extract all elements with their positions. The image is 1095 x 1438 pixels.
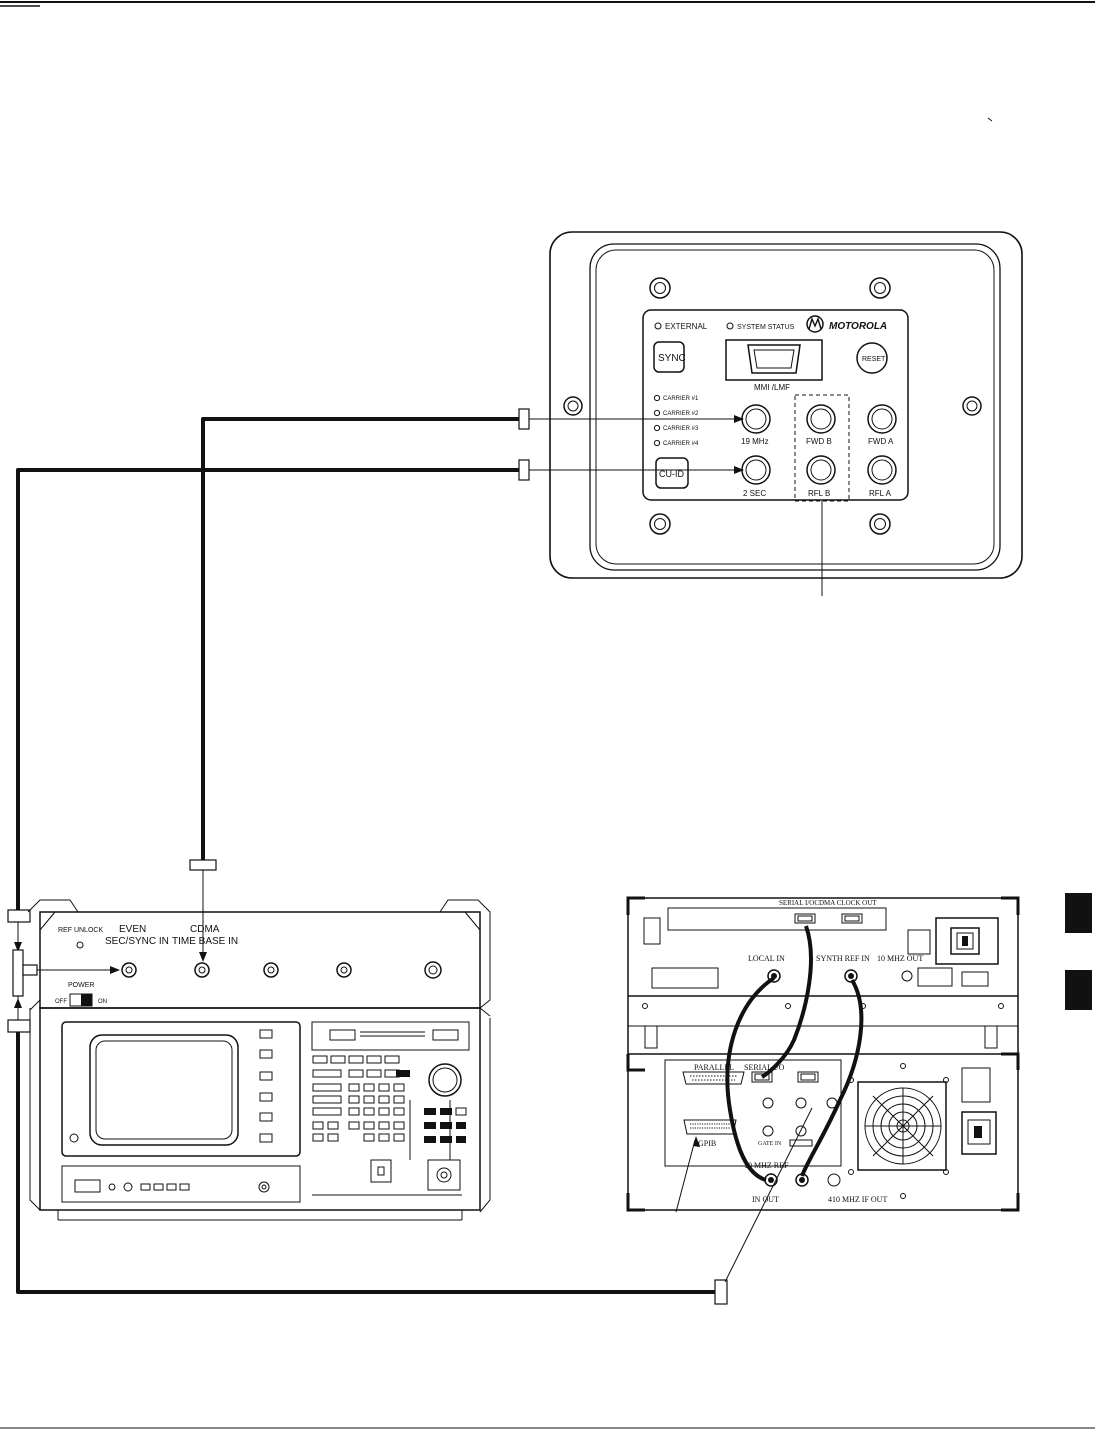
- port-rfl-b[interactable]: RFL B: [806, 455, 836, 498]
- if-out-label: 410 MHZ IF OUT: [828, 1195, 887, 1204]
- synth-ref-label: SYNTH REF IN: [816, 954, 870, 963]
- serial-clock-label: SERIAL I/OCDMA CLOCK OUT: [779, 899, 877, 907]
- power-label: POWER: [68, 982, 94, 989]
- carrier-3-label: CARRIER #3: [663, 426, 699, 432]
- csm-panel: EXTERNAL SYSTEM STATUS MOTOROLA SYNC MMI…: [549, 231, 1023, 596]
- cable-19mhz: [201, 417, 524, 860]
- analyzer-aux-connectors: [263, 961, 442, 979]
- port-fwd-b[interactable]: FWD B: [806, 404, 836, 446]
- cdma-time-base-connector[interactable]: [194, 962, 210, 978]
- highlight-box: [794, 394, 850, 502]
- power-on-label: ON: [98, 999, 107, 1005]
- port-fwd-b-label: FWD B: [806, 437, 832, 446]
- cuid-label: CU-ID: [659, 469, 684, 479]
- carrier-leds: CARRIER #1 CARRIER #2 CARRIER #3 CARRIER…: [653, 394, 699, 447]
- cables: [7, 408, 813, 1305]
- gate-in-label: GATE IN: [758, 1141, 782, 1147]
- cdma-tb-label-2: TIME BASE IN: [172, 936, 238, 947]
- even-sec-label-2: SEC/SYNC IN: [105, 936, 169, 947]
- tab-19mhz: [518, 408, 530, 430]
- cable-generator: [16, 1030, 722, 1294]
- section-tab-1: [1065, 893, 1092, 933]
- gpib-port[interactable]: [683, 1119, 737, 1135]
- arrow-keys[interactable]: [424, 1107, 467, 1143]
- port-fwd-a[interactable]: FWD A: [867, 404, 897, 446]
- external-led: [654, 322, 662, 330]
- power-inlet-bottom: [961, 1111, 997, 1155]
- tab-generator: [714, 1279, 728, 1305]
- sync-button[interactable]: SYNC: [653, 341, 686, 373]
- rotary-knob[interactable]: [428, 1063, 462, 1097]
- system-status-label: SYSTEM STATUS: [737, 324, 795, 331]
- reset-button[interactable]: RESET: [856, 342, 888, 374]
- parallel-label: PARALLEL: [694, 1063, 734, 1072]
- arrow-cdma-tb: [199, 952, 207, 962]
- cdma-tb-label-1: CDMA: [190, 924, 220, 935]
- generator: SERIAL I/OCDMA CLOCK OUT LOCAL IN SYNTH …: [626, 896, 1020, 1213]
- fan-icon: [848, 1063, 949, 1199]
- carrier-1-label: CARRIER #1: [663, 396, 699, 402]
- ref-unlock-label: REF UNLOCK: [58, 927, 103, 934]
- synth-ref-connector[interactable]: [844, 969, 858, 983]
- serial-io-port[interactable]: [751, 1071, 773, 1083]
- combiner-block: [12, 949, 24, 997]
- system-status-led: [726, 322, 734, 330]
- 10mhz-ref-in-connector[interactable]: [764, 1173, 778, 1187]
- gpib-label: GPIB: [698, 1139, 716, 1148]
- analyzer-screen: [89, 1034, 239, 1146]
- tab-2sec: [518, 459, 530, 481]
- tab-left-top: [7, 909, 31, 923]
- mmi-connector[interactable]: [725, 339, 823, 381]
- carrier-4-label: CARRIER #4: [663, 441, 699, 447]
- port-2sec-label: 2 SEC: [743, 489, 766, 498]
- csm-corner-screws: [649, 277, 891, 535]
- callout-leader-gpib: [675, 1139, 696, 1213]
- gate-in-connector[interactable]: [762, 1125, 774, 1137]
- parallel-port[interactable]: [682, 1071, 745, 1085]
- power-inlet-top: [935, 917, 999, 965]
- port-19mhz-label: 19 MHz: [741, 437, 769, 446]
- sync-label: SYNC: [658, 353, 686, 364]
- csm-ear-screw-right: [962, 396, 982, 416]
- analyzer: REF UNLOCK EVEN SEC/SYNC IN CDMA TIME BA…: [27, 899, 491, 1221]
- port-rfl-a[interactable]: RFL A: [867, 455, 897, 498]
- port-2sec[interactable]: 2 SEC: [741, 455, 771, 498]
- csm-ear-screw-left: [563, 396, 583, 416]
- port-rfl-b-label: RFL B: [808, 489, 830, 498]
- tab-left-bottom: [7, 1019, 31, 1033]
- power-off-label: OFF: [55, 999, 67, 1005]
- motorola-brand: MOTOROLA: [829, 321, 887, 332]
- motorola-logo-icon: [806, 315, 824, 333]
- softkeys[interactable]: [259, 1029, 273, 1143]
- port-fwd-a-label: FWD A: [868, 437, 894, 446]
- section-tab-2: [1065, 970, 1092, 1010]
- ref-unlock-led: [76, 941, 84, 949]
- power-switch[interactable]: [69, 993, 93, 1007]
- 10mhz-out-label: 10 MHZ OUT: [877, 954, 923, 963]
- tab-cdma-tb: [189, 859, 217, 871]
- 10mhz-out-connector[interactable]: [901, 970, 913, 982]
- in-out-label: IN OUT: [752, 1195, 779, 1204]
- local-in-label: LOCAL IN: [748, 954, 785, 963]
- cable-2sec: [16, 468, 524, 910]
- mmi-label: MMI /LMF: [754, 383, 790, 392]
- cuid-button[interactable]: CU-ID: [655, 457, 689, 489]
- port-rfl-a-label: RFL A: [869, 489, 892, 498]
- port-19mhz[interactable]: 19 MHz: [741, 404, 771, 446]
- even-sec-label-1: EVEN: [119, 924, 146, 935]
- even-sec-sync-connector[interactable]: [121, 962, 137, 978]
- analyzer-screen-bezel: [61, 1021, 301, 1157]
- serial-io-label: SERIAL I/O: [744, 1063, 785, 1072]
- ref-label: 10 MHZ REF: [744, 1161, 789, 1170]
- carrier-2-label: CARRIER #2: [663, 411, 699, 417]
- keypad[interactable]: [312, 1055, 410, 1142]
- external-label: EXTERNAL: [665, 322, 708, 331]
- reset-label: RESET: [862, 356, 886, 363]
